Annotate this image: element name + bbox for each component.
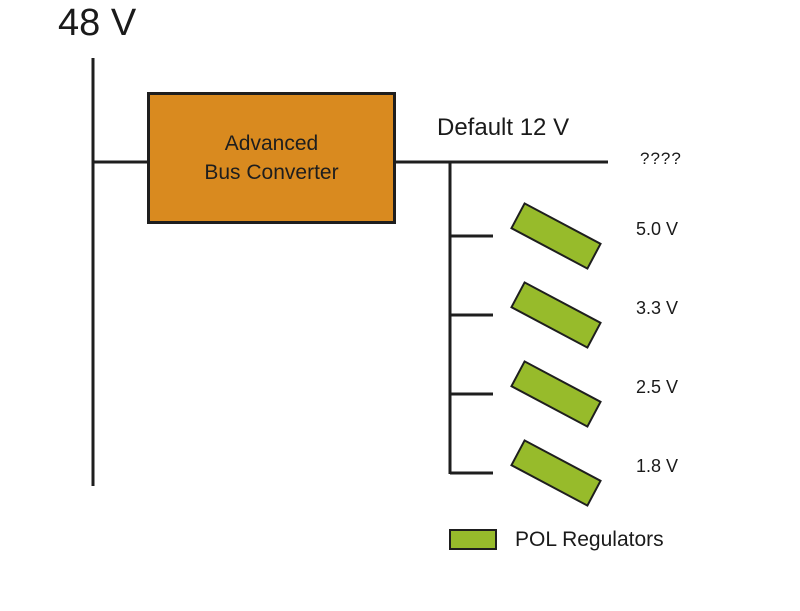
converter-label-line2: Bus Converter (204, 161, 339, 184)
default-output-label: Default 12 V (437, 114, 570, 141)
pol-voltage-3v3: 3.3 V (636, 298, 679, 318)
converter-label-line1: Advanced (224, 132, 319, 155)
legend-swatch (449, 529, 497, 550)
input-voltage-label: 48 V (58, 2, 137, 44)
pol-regulator-1v8 (510, 439, 602, 507)
legend-label: POL Regulators (515, 528, 664, 551)
unknown-output-label: ???? (640, 149, 682, 168)
pol-regulator-5v0 (510, 202, 602, 270)
pol-voltage-5v0: 5.0 V (636, 219, 679, 239)
pol-regulator-3v3 (510, 281, 602, 349)
pol-voltage-1v8: 1.8 V (636, 456, 679, 476)
pol-voltage-2v5: 2.5 V (636, 377, 679, 397)
pol-regulator-2v5 (510, 360, 602, 428)
advanced-bus-converter-block: Advanced Bus Converter (147, 92, 396, 224)
